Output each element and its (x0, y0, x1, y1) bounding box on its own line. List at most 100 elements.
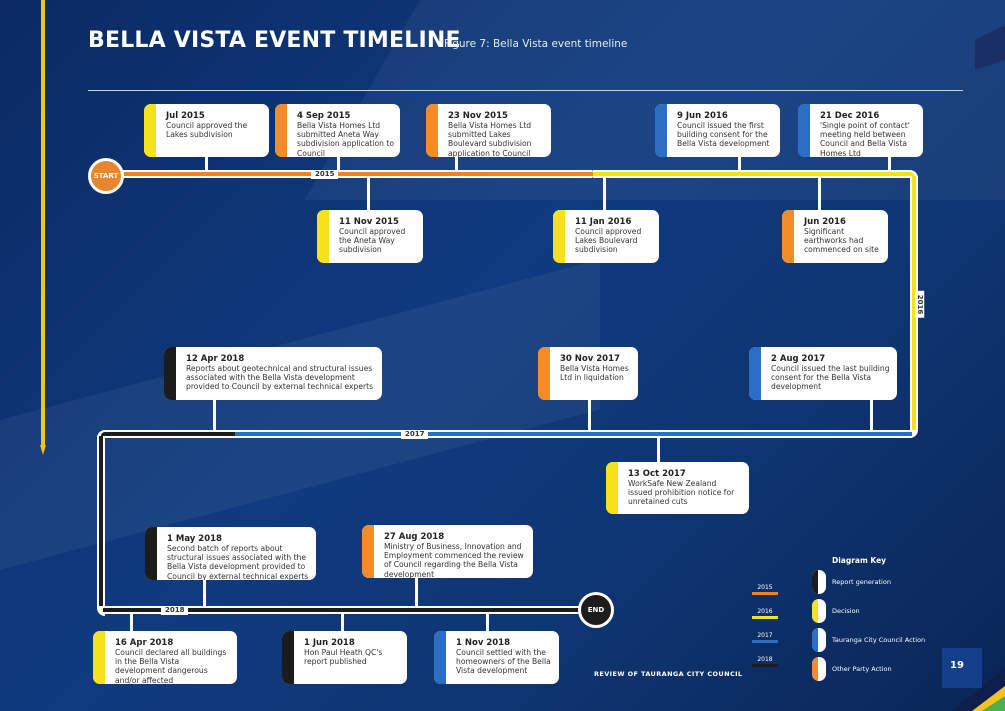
event-type-stripe (426, 104, 438, 157)
year-label-2018: 2018 (161, 606, 189, 615)
event-date: Jun 2016 (804, 217, 846, 227)
event-text: Ministry of Business, Innovation and Emp… (384, 542, 524, 578)
event-text: Council approved the Lakes subdivision (166, 121, 248, 140)
key-swatch-color (812, 628, 818, 652)
year-key-2018: 2018 (752, 656, 778, 667)
year-key-line (752, 664, 778, 667)
connector (341, 614, 344, 631)
timeline-2015-line (118, 172, 593, 176)
event-text: Bella Vista Homes Ltd submitted Aneta Wa… (297, 121, 394, 157)
event-date: 4 Sep 2015 (297, 111, 351, 121)
event-type-stripe (164, 347, 176, 400)
event-type-stripe (93, 631, 105, 684)
connector (213, 400, 216, 430)
event-text: Council declared all buildings in the Be… (115, 648, 227, 684)
figure-caption: Figure 7: Bella Vista event timeline (444, 38, 628, 50)
key-swatch (812, 628, 826, 652)
title-divider (88, 90, 963, 91)
event-card: 21 Dec 2016'Single point of contact' mee… (798, 104, 923, 157)
event-date: 2 Aug 2017 (771, 354, 826, 364)
event-date: 11 Jan 2016 (575, 217, 632, 227)
event-date: 9 Jun 2016 (677, 111, 728, 121)
event-text: Bella Vista Homes Ltd submitted Lakes Bo… (448, 121, 532, 157)
connector (367, 178, 370, 211)
event-text: Council settled with the homeowners of t… (456, 648, 551, 676)
connector (657, 438, 660, 462)
page-number: 19 (950, 660, 964, 671)
key-item-decision: Decision (812, 599, 962, 623)
key-swatch (812, 599, 826, 623)
event-text: Council approved Lakes Boulevard subdivi… (575, 227, 642, 255)
connector (603, 178, 606, 211)
timeline-2017-line (235, 432, 912, 436)
event-text: Council issued the last building consent… (771, 364, 890, 392)
key-label: Decision (832, 607, 860, 615)
event-type-stripe (145, 527, 157, 580)
year-key-label: 2016 (757, 608, 773, 615)
key-swatch (812, 570, 826, 594)
event-type-stripe (798, 104, 810, 157)
background-ray (0, 259, 600, 570)
connector (870, 400, 873, 430)
timeline-2018-line-mid (101, 432, 235, 436)
event-type-stripe (282, 631, 294, 684)
event-text: Second batch of reports about structural… (167, 544, 309, 580)
timeline-bottom-line (103, 608, 587, 612)
event-date: 27 Aug 2018 (384, 532, 445, 542)
event-date: 1 Jun 2018 (304, 638, 355, 648)
connector (205, 156, 208, 170)
year-key-label: 2015 (757, 584, 773, 591)
year-key-2015: 2015 (752, 584, 778, 595)
page-title: BELLA VISTA EVENT TIMELINE (88, 28, 461, 53)
key-label: Tauranga City Council Action (832, 636, 926, 644)
year-key-line (752, 616, 778, 619)
event-date: Jul 2015 (166, 111, 205, 121)
event-type-stripe (655, 104, 667, 157)
year-key-line (752, 640, 778, 643)
start-marker: START (88, 158, 124, 194)
event-type-stripe (749, 347, 761, 400)
connector (738, 156, 741, 170)
year-label-2015: 2015 (311, 170, 339, 179)
event-type-stripe (275, 104, 287, 157)
key-swatch-color (812, 570, 818, 594)
event-text: Council issued the first building consen… (677, 121, 770, 149)
event-date: 1 Nov 2018 (456, 638, 510, 648)
event-text: Reports about geotechnical and structura… (186, 364, 374, 392)
key-label: Other Party Action (832, 665, 892, 673)
connector (130, 614, 133, 631)
event-date: 23 Nov 2015 (448, 111, 508, 121)
key-swatch-color (812, 657, 818, 681)
key-item-council-action: Tauranga City Council Action (812, 628, 962, 652)
year-key-2016: 2016 (752, 608, 778, 619)
connector (415, 578, 418, 606)
corner-decoration-bottom-right (942, 648, 1005, 711)
connector (588, 400, 591, 430)
key-item-other-party: Other Party Action (812, 657, 962, 681)
event-type-stripe (553, 210, 565, 263)
year-key-label: 2017 (757, 632, 773, 639)
year-label-2016: 2016 (915, 290, 925, 319)
event-date: 11 Nov 2015 (339, 217, 399, 227)
timeline-left-vertical-line (99, 436, 103, 610)
event-type-stripe (362, 525, 374, 578)
event-date: 30 Nov 2017 (560, 354, 620, 364)
event-text: Council approved the Aneta Way subdivisi… (339, 227, 406, 255)
year-key-label: 2018 (757, 656, 773, 663)
diagram-key-title: Diagram Key (832, 556, 887, 565)
year-label-2017: 2017 (401, 430, 429, 439)
key-swatch-color (812, 599, 818, 623)
event-type-stripe (434, 631, 446, 684)
event-type-stripe (606, 462, 618, 514)
